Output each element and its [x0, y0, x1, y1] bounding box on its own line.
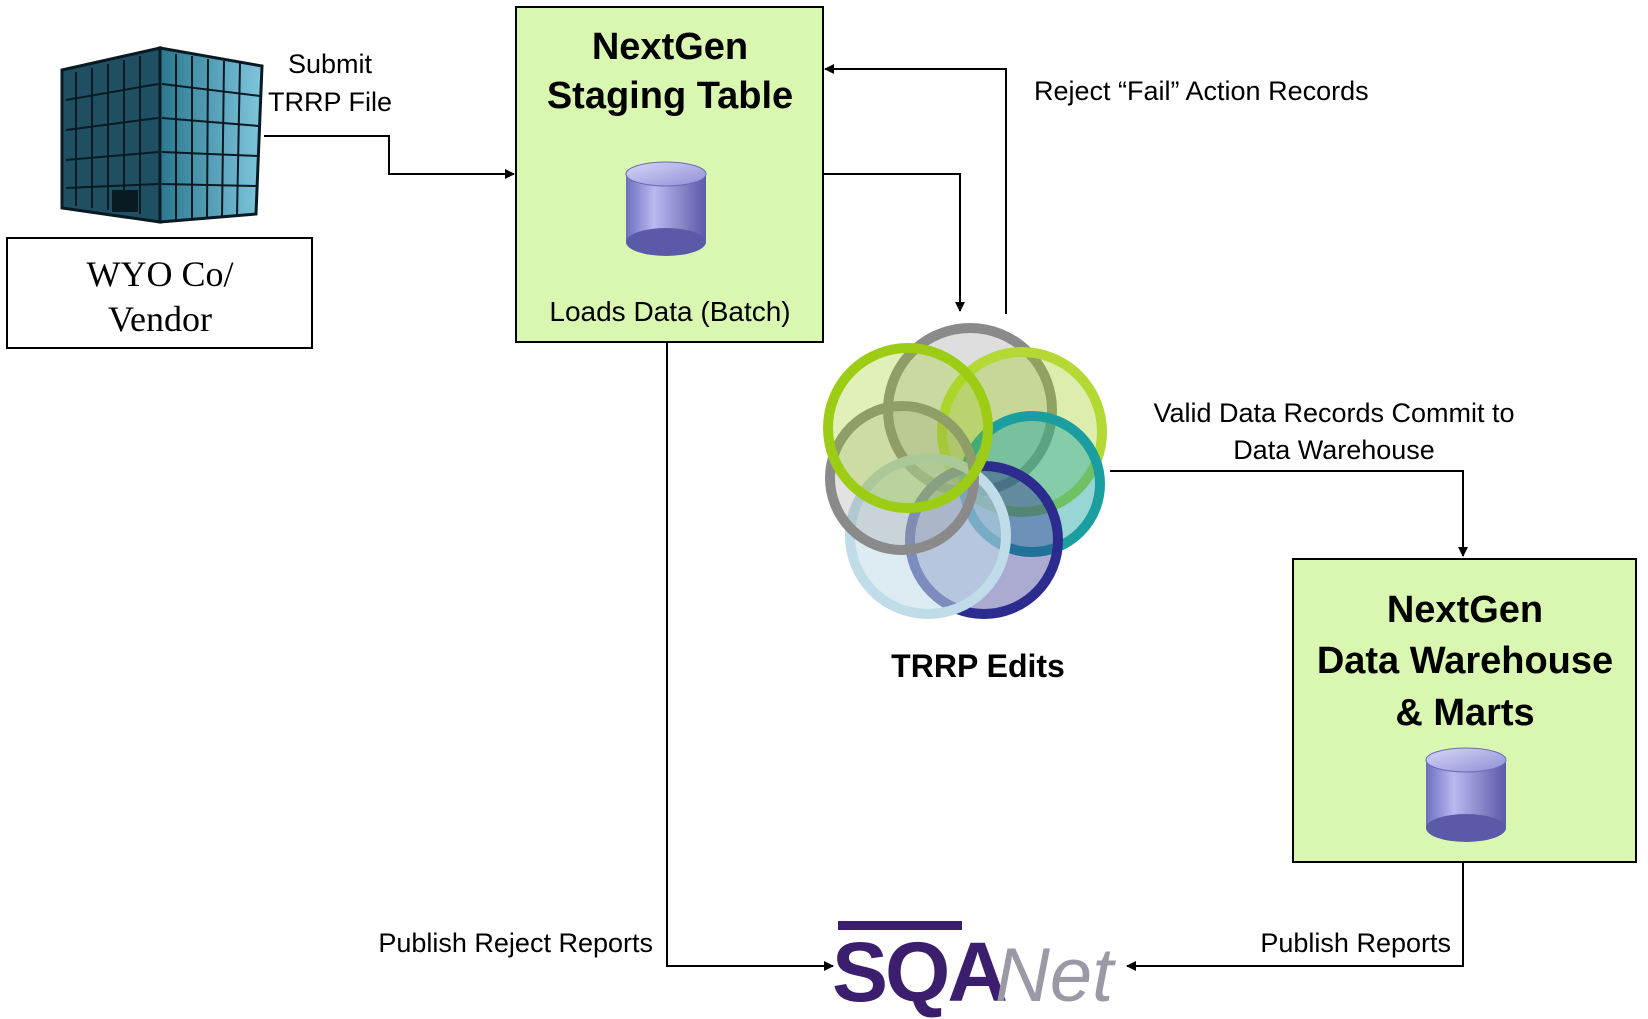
staging-title-line1: NextGen	[592, 26, 748, 68]
staging-title-line2: Staging Table	[547, 75, 793, 117]
to-edits-connector	[823, 173, 965, 312]
warehouse-title-line1: NextGen	[1387, 589, 1543, 631]
database-icon	[1425, 747, 1507, 842]
reject-fail-label: Reject “Fail” Action Records	[1034, 76, 1369, 106]
sqanet-logo-sqa: SQA	[832, 925, 1006, 1019]
sqanet-logo: SQA Net	[832, 921, 1116, 1019]
valid-commit-connector	[1110, 470, 1468, 557]
database-icon	[625, 161, 707, 256]
submit-label-line2: TRRP File	[268, 87, 392, 117]
overlapping-rings-icon	[823, 323, 1107, 619]
sqanet-logo-net: Net	[995, 933, 1116, 1018]
vendor-label-line1: WYO Co/	[87, 254, 234, 294]
office-building-icon	[60, 46, 264, 224]
trrp-edits-label: TRRP Edits	[891, 648, 1065, 684]
vendor-label-box	[6, 237, 313, 349]
publish-reject-label: Publish Reject Reports	[378, 928, 653, 958]
publish-reports-connector	[1126, 862, 1464, 971]
valid-commit-label-line1: Valid Data Records Commit to	[1153, 398, 1514, 428]
reject-fail-connector	[824, 64, 1007, 314]
staging-caption: Loads Data (Batch)	[549, 296, 790, 327]
warehouse-title-line2: Data Warehouse	[1317, 640, 1613, 682]
publish-reports-label: Publish Reports	[1260, 928, 1451, 958]
submit-connector	[264, 135, 515, 179]
valid-commit-label-line2: Data Warehouse	[1233, 435, 1435, 465]
vendor-label-line2: Vendor	[108, 299, 212, 339]
publish-reject-connector	[666, 342, 834, 971]
warehouse-title-line3: & Marts	[1395, 692, 1534, 734]
submit-label-line1: Submit	[288, 49, 373, 79]
